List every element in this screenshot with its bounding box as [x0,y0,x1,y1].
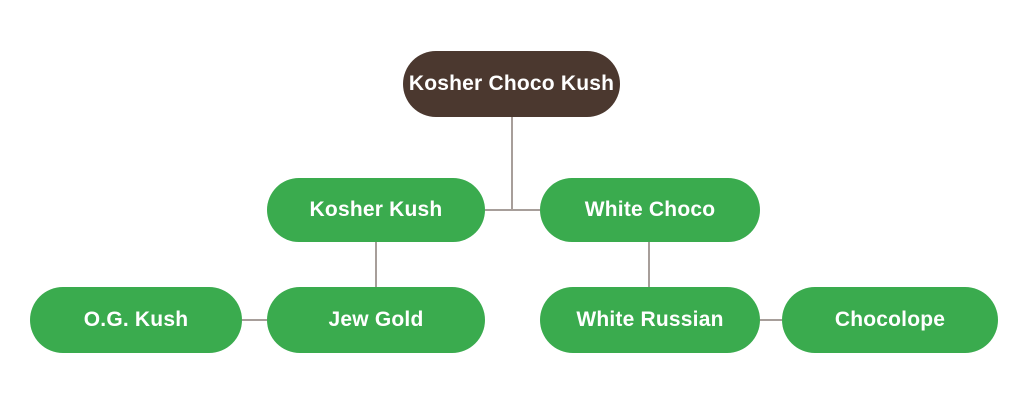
node-label: Chocolope [834,308,946,331]
node-white-russian[interactable]: White Russian [540,287,760,353]
connector-root-stem [511,117,513,210]
node-label: O.G. Kush [83,308,189,331]
node-label: White Choco [584,198,716,221]
node-label: Kosher Choco Kush [408,72,615,95]
node-chocolope[interactable]: Chocolope [782,287,998,353]
connector-kosherkush-jewgold [375,242,377,287]
connector-kosherkush-whitechoco [485,209,540,211]
connector-ogkush-jewgold [242,319,267,321]
node-jew-gold[interactable]: Jew Gold [267,287,485,353]
node-label: Jew Gold [328,308,424,331]
node-white-choco[interactable]: White Choco [540,178,760,242]
connector-whitechoco-whiterussian [648,242,650,287]
node-label: Kosher Kush [309,198,443,221]
node-label: White Russian [576,308,724,331]
connector-whiterussian-chocolope [760,319,782,321]
node-kosher-choco-kush[interactable]: Kosher Choco Kush [403,51,620,117]
node-og-kush[interactable]: O.G. Kush [30,287,242,353]
node-kosher-kush[interactable]: Kosher Kush [267,178,485,242]
